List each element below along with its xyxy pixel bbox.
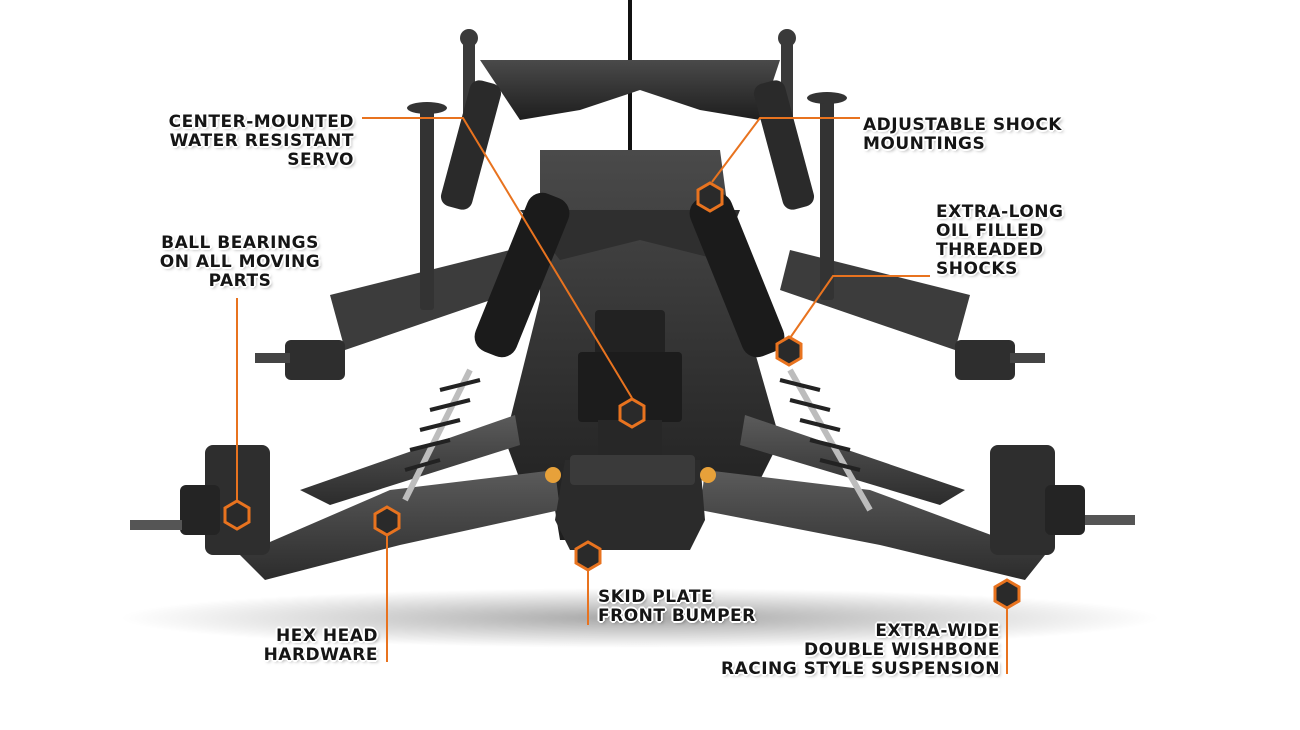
callout-servo-line-3: SERVO <box>287 150 354 170</box>
hex-marker-servo <box>618 397 646 429</box>
callout-hex-head: HEX HEAD HARDWARE <box>264 627 378 665</box>
callout-shock-mountings: ADJUSTABLE SHOCK MOUNTINGS <box>863 116 1062 154</box>
callout-ball-bearings-line-3: PARTS <box>208 271 272 291</box>
hex-markers <box>223 181 1021 610</box>
callout-skid-plate: SKID PLATE FRONT BUMPER <box>598 588 756 626</box>
servo <box>595 310 665 355</box>
front-shock-tower <box>520 210 740 260</box>
callout-suspension: EXTRA-WIDE DOUBLE WISHBONE RACING STYLE … <box>721 622 1000 679</box>
callout-servo: CENTER-MOUNTED WATER RESISTANT SERVO <box>169 113 354 170</box>
callout-hex-head-line-2: HARDWARE <box>263 645 378 665</box>
front-hubs <box>130 445 1135 555</box>
callout-shocks-line-4: SHOCKS <box>936 259 1018 279</box>
callout-servo-line-2: WATER RESISTANT <box>169 131 354 151</box>
servo-leader <box>362 117 633 399</box>
shocks-leader <box>789 275 930 339</box>
callout-shock-mountings-line-1: ADJUSTABLE SHOCK <box>863 115 1062 135</box>
callout-skid-plate-line-2: FRONT BUMPER <box>598 606 756 626</box>
hex-marker-shocks <box>775 335 803 367</box>
hex-marker-skid <box>574 540 602 572</box>
bumper-mounts <box>545 467 716 483</box>
front-shocks <box>402 192 873 512</box>
leader-lines <box>236 117 1008 674</box>
callout-shocks: EXTRA-LONG OIL FILLED THREADED SHOCKS <box>936 203 1063 279</box>
hex-marker-bearings <box>223 499 251 531</box>
ground-shadow <box>120 588 1160 648</box>
hex-marker-shock-mount <box>696 181 724 213</box>
servo-saver <box>578 352 682 422</box>
callout-hex-head-line-1: HEX HEAD <box>276 626 378 646</box>
chassis <box>130 0 1135 580</box>
callout-ball-bearings-line-2: ON ALL MOVING <box>159 252 321 272</box>
hex-marker-suspension <box>993 578 1021 610</box>
hex-marker-hex <box>373 505 401 537</box>
callout-skid-plate-line-1: SKID PLATE <box>598 587 714 607</box>
callout-shocks-line-3: THREADED <box>936 240 1044 260</box>
rear-shock-tower <box>480 60 780 120</box>
callout-shocks-line-2: OIL FILLED <box>936 221 1044 241</box>
callout-shock-mountings-line-2: MOUNTINGS <box>863 134 986 154</box>
callout-suspension-line-2: DOUBLE WISHBONE <box>804 640 1000 660</box>
rear-shocks <box>440 80 815 210</box>
callout-suspension-line-3: RACING STYLE SUSPENSION <box>720 659 1000 679</box>
callout-suspension-line-1: EXTRA-WIDE <box>875 621 1000 641</box>
front-body-posts <box>407 92 847 310</box>
callout-ball-bearings: BALL BEARINGS ON ALL MOVING PARTS <box>140 234 340 291</box>
callout-servo-line-1: CENTER-MOUNTED <box>168 112 354 132</box>
shock-mount-leader <box>711 117 860 183</box>
callout-ball-bearings-line-1: BALL BEARINGS <box>161 233 319 253</box>
callout-shocks-line-1: EXTRA-LONG <box>936 202 1064 222</box>
